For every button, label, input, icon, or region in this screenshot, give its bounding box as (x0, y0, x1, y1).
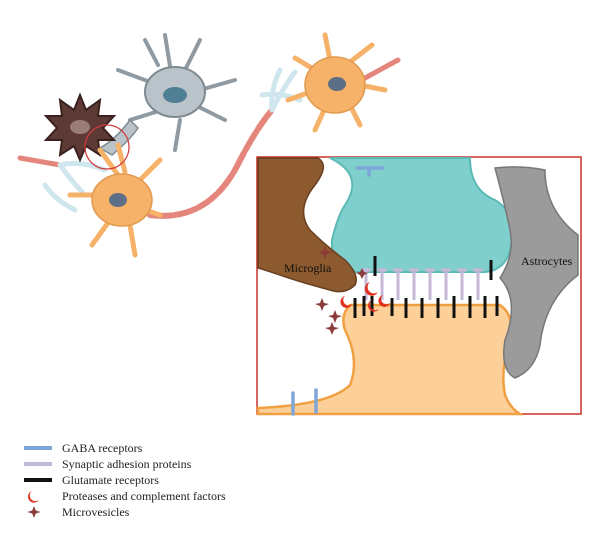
blue-bar-icon (24, 446, 52, 450)
legend-item-microvesicles: Microvesicles (22, 504, 352, 520)
microglia-process (257, 157, 357, 293)
presynaptic-terminal (329, 157, 514, 273)
legend-label: Glutamate receptors (62, 473, 159, 487)
legend-item-proteases: Proteases and complement factors (22, 488, 352, 504)
inset: Microglia Astrocytes (256, 156, 582, 416)
gaba-receptors (291, 166, 385, 416)
red-crescent-icon (28, 491, 39, 503)
star-icon (27, 506, 41, 518)
proteases (340, 282, 390, 312)
axon (147, 107, 275, 219)
black-bar-icon (24, 478, 52, 482)
adhesion-proteins (361, 268, 483, 300)
glutamate-receptors (353, 256, 499, 318)
legend-label: Proteases and complement factors (62, 489, 226, 503)
legend-item-glutamate: Glutamate receptors (22, 472, 352, 488)
neuron-lower-left (67, 142, 163, 258)
microglia-label: Microglia (284, 261, 332, 275)
axon-tail-right (362, 57, 401, 81)
legend-label: Microvesicles (62, 505, 130, 519)
legend-label: Synaptic adhesion proteins (62, 457, 192, 471)
legend-label: GABA receptors (62, 441, 143, 455)
astrocyte-cell (98, 33, 237, 156)
legend-item-adhesion: Synaptic adhesion proteins (22, 456, 352, 472)
legend: GABA receptors Synaptic adhesion protein… (22, 440, 352, 520)
axon-tail-left (17, 155, 63, 168)
lavender-bar-icon (24, 462, 52, 466)
zoom-circle (84, 124, 130, 170)
legend-item-gaba: GABA receptors (22, 440, 352, 456)
microglia-cell (43, 92, 117, 163)
neuron-upper-right (285, 32, 388, 133)
astrocytes-label: Astrocytes (521, 254, 573, 268)
microvesicles (315, 246, 368, 335)
astrocyte-process (494, 166, 579, 379)
postsynaptic-terminal (256, 303, 525, 416)
cell-cluster (17, 32, 401, 258)
